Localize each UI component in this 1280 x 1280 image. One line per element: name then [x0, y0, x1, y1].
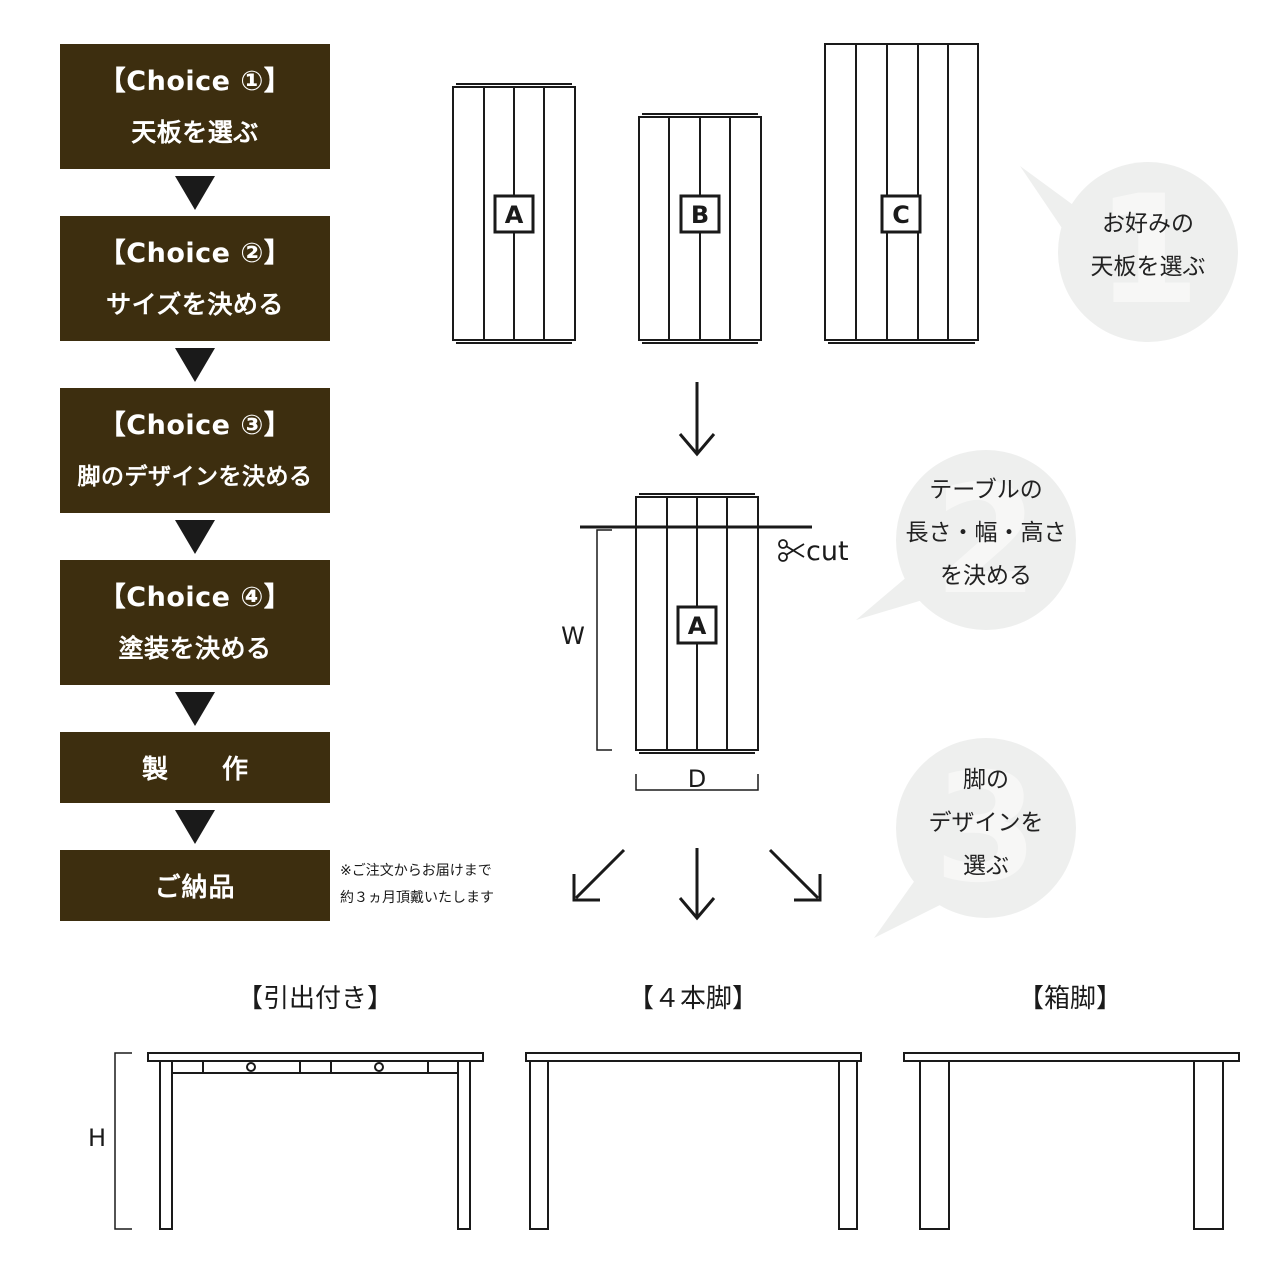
- delivery-note: ※ご注文からお届けまで 約３ヵ月頂戴いたします: [340, 858, 494, 912]
- bubble-2-line2: 長さ・幅・高さ: [905, 520, 1067, 546]
- cut-label: cut: [806, 536, 849, 567]
- tabletop-c: [824, 43, 979, 344]
- speech-bubble-3: 3: [874, 738, 1076, 938]
- step-delivery-label: ご納品: [154, 873, 236, 903]
- arrow-down-left-icon: [572, 848, 626, 902]
- down-triangle-icon: [175, 692, 215, 726]
- step-choice-1: 【Choice ①】 天板を選ぶ: [60, 44, 330, 169]
- bubble-2-line3: を決める: [940, 563, 1032, 589]
- step-choice-1-title: 【Choice ①】: [98, 65, 292, 97]
- label-box-b: B: [679, 194, 721, 234]
- step-choice-1-label: 天板を選ぶ: [131, 117, 259, 147]
- down-triangle-icon: [175, 176, 215, 210]
- depth-dimension-line: [635, 774, 759, 791]
- down-triangle-icon: [175, 810, 215, 844]
- step-production: 製 作: [60, 732, 330, 803]
- depth-label: D: [688, 765, 706, 793]
- down-triangle-icon: [175, 520, 215, 554]
- tabletop-a-label: A: [505, 201, 524, 229]
- step-choice-4-title: 【Choice ④】: [98, 581, 292, 613]
- label-box-a: A: [493, 194, 535, 234]
- delivery-note-line1: ※ご注文からお届けまで: [340, 863, 492, 879]
- step-choice-4: 【Choice ④】 塗装を決める: [60, 560, 330, 685]
- drawer-knob: [246, 1062, 256, 1072]
- step-production-label: 製 作: [141, 755, 262, 785]
- table-four-legs: [525, 1052, 862, 1230]
- drawer-knob: [374, 1062, 384, 1072]
- speech-bubble-1: 1: [1020, 162, 1238, 342]
- step-choice-3: 【Choice ③】 脚のデザインを決める: [60, 388, 330, 513]
- step-choice-3-title: 【Choice ③】: [98, 409, 292, 441]
- bubble-1-number: 1: [1096, 164, 1200, 338]
- label-box-size-a: A: [676, 605, 718, 645]
- label-box-c: C: [880, 194, 922, 234]
- bubble-2-text: テーブルの 長さ・幅・高さ を決める: [896, 469, 1076, 598]
- tabletop-c-label: C: [892, 201, 910, 229]
- leg-type-drawer-label: 【引出付き】: [236, 984, 393, 1014]
- step-choice-4-label: 塗装を決める: [118, 633, 272, 663]
- bubble-1-line1: お好みの: [1102, 211, 1194, 237]
- table-box-legs: [903, 1052, 1240, 1230]
- bubble-3-line3: 選ぶ: [963, 853, 1009, 879]
- tabletop-b-label: B: [691, 201, 709, 229]
- height-label: H: [88, 1124, 106, 1152]
- bubble-3-number: 3: [934, 742, 1038, 916]
- step-delivery: ご納品: [60, 850, 330, 921]
- bubble-3-line2: デザインを: [928, 810, 1044, 836]
- bubble-1-line2: 天板を選ぶ: [1090, 254, 1206, 280]
- step-choice-2: 【Choice ②】 サイズを決める: [60, 216, 330, 341]
- bubble-2-line1: テーブルの: [929, 477, 1043, 503]
- height-dimension-line: [114, 1052, 132, 1230]
- arrow-down-right-icon: [768, 848, 822, 902]
- arrow-down-icon: [678, 382, 716, 457]
- bubble-3-text: 脚の デザインを 選ぶ: [896, 759, 1076, 888]
- leg-type-box-label: 【箱脚】: [1017, 984, 1122, 1014]
- down-triangle-icon: [175, 348, 215, 382]
- bubble-2-number: 2: [934, 454, 1038, 628]
- size-diagram-label: A: [688, 612, 707, 640]
- speech-bubble-2: 2: [856, 450, 1076, 630]
- leg-type-four-label: 【４本脚】: [627, 984, 758, 1014]
- arrow-down-icon: [678, 848, 716, 921]
- table-drawer-type: [147, 1052, 484, 1230]
- bubble-3-line1: 脚の: [963, 767, 1009, 793]
- step-choice-3-label: 脚のデザインを決める: [77, 463, 313, 490]
- width-label: W: [561, 622, 585, 650]
- step-choice-2-title: 【Choice ②】: [98, 237, 292, 269]
- bubble-1-text: お好みの 天板を選ぶ: [1063, 203, 1233, 289]
- width-dimension-line: [596, 529, 612, 751]
- delivery-note-line2: 約３ヵ月頂戴いたします: [340, 890, 494, 906]
- scissors-icon: [778, 539, 805, 562]
- step-choice-2-label: サイズを決める: [106, 289, 284, 319]
